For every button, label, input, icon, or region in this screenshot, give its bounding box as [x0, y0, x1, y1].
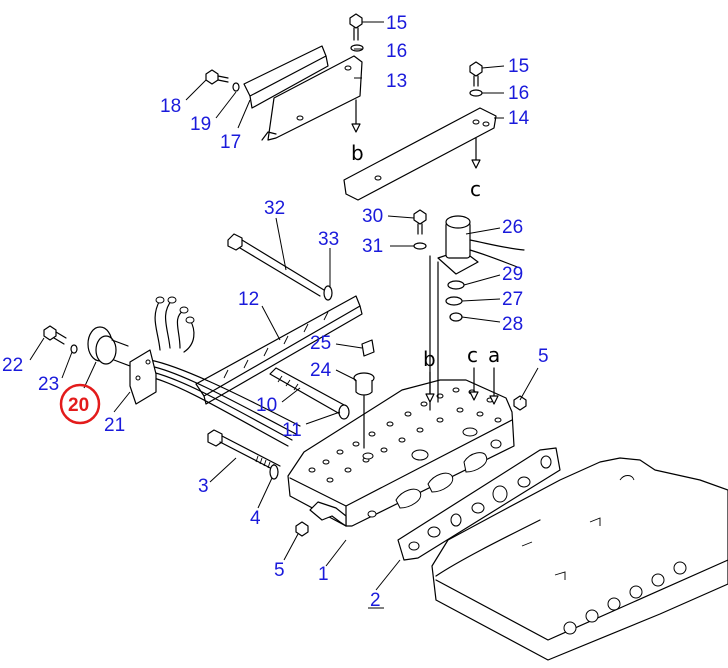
- o-ring-27: [445, 296, 463, 306]
- harness-bracket-12: [195, 295, 363, 405]
- callout-16-right: 16: [508, 83, 529, 104]
- plug-24: [353, 372, 375, 449]
- washer-19: [232, 82, 240, 92]
- bolt-15-right: [469, 61, 483, 87]
- o-ring-29: [447, 280, 465, 290]
- leader-lines: [29, 21, 539, 591]
- callout-1: 1: [318, 564, 329, 585]
- ref-arrows: [351, 99, 499, 405]
- rod-32: [227, 233, 325, 297]
- bolt-3: [207, 429, 281, 473]
- washer-23: [70, 344, 78, 354]
- callout-33: 33: [318, 229, 339, 250]
- callout-30: 30: [362, 206, 383, 227]
- ref-b-block: b: [423, 347, 436, 371]
- connector-bracket-21: [129, 349, 157, 405]
- callout-31: 31: [362, 236, 383, 257]
- solenoid-26: [429, 215, 525, 411]
- callout-2: 2: [370, 590, 381, 611]
- callout-28: 28: [502, 314, 523, 335]
- plate-13: [261, 55, 363, 141]
- ref-b-top: b: [351, 141, 364, 165]
- washer-31: [413, 242, 427, 250]
- callout-3: 3: [198, 476, 209, 497]
- plug-5-left: [295, 521, 309, 537]
- callout-19: 19: [190, 114, 211, 135]
- callout-13: 13: [386, 71, 407, 92]
- callout-24: 24: [310, 360, 332, 381]
- washer-33: [323, 285, 333, 301]
- callout-12: 12: [238, 289, 259, 310]
- callout-26: 26: [502, 217, 523, 238]
- bolt-30: [413, 209, 427, 235]
- callout-22: 22: [2, 355, 23, 376]
- plug-11: [338, 404, 350, 420]
- ref-c-top: c: [470, 177, 481, 201]
- wiring-harness: [149, 296, 301, 447]
- callout-21: 21: [104, 415, 125, 436]
- callout-25: 25: [310, 333, 331, 354]
- callout-10: 10: [256, 395, 277, 416]
- ref-c-block: c: [467, 343, 478, 367]
- valve-body-1: [287, 379, 515, 527]
- ref-a-block: a: [488, 343, 500, 367]
- callout-15-right: 15: [508, 56, 529, 77]
- gasket-2: [397, 447, 561, 561]
- plate-17: [243, 45, 329, 109]
- clip-25: [361, 339, 375, 357]
- callout-14: 14: [508, 108, 530, 129]
- washer-4: [269, 464, 279, 480]
- callout-17: 17: [220, 132, 241, 153]
- bolt-22: [43, 325, 67, 345]
- callout-16-top: 16: [386, 41, 407, 62]
- bolt-18: [205, 69, 229, 85]
- callout-15-top: 15: [386, 13, 407, 34]
- bolt-15-top: [349, 13, 363, 41]
- plug-5-right: [513, 395, 527, 411]
- callout-29: 29: [502, 264, 523, 285]
- callout-32: 32: [264, 198, 285, 219]
- callout-27: 27: [502, 289, 523, 310]
- connector-20: [87, 326, 131, 367]
- spool-10: [269, 367, 347, 415]
- callout-11: 11: [282, 420, 302, 441]
- highlight-ring: [59, 383, 101, 425]
- washer-16-top: [350, 44, 364, 52]
- washer-16-right: [469, 89, 483, 97]
- callout-5-right: 5: [538, 346, 549, 367]
- callout-23: 23: [38, 374, 59, 395]
- transmission-case: [431, 457, 728, 661]
- o-ring-28: [449, 312, 463, 322]
- callout-18: 18: [160, 96, 181, 117]
- callout-20: 20: [68, 395, 89, 416]
- callout-4: 4: [250, 508, 261, 529]
- callout-5-bottom: 5: [274, 560, 285, 581]
- plate-14: [343, 107, 497, 201]
